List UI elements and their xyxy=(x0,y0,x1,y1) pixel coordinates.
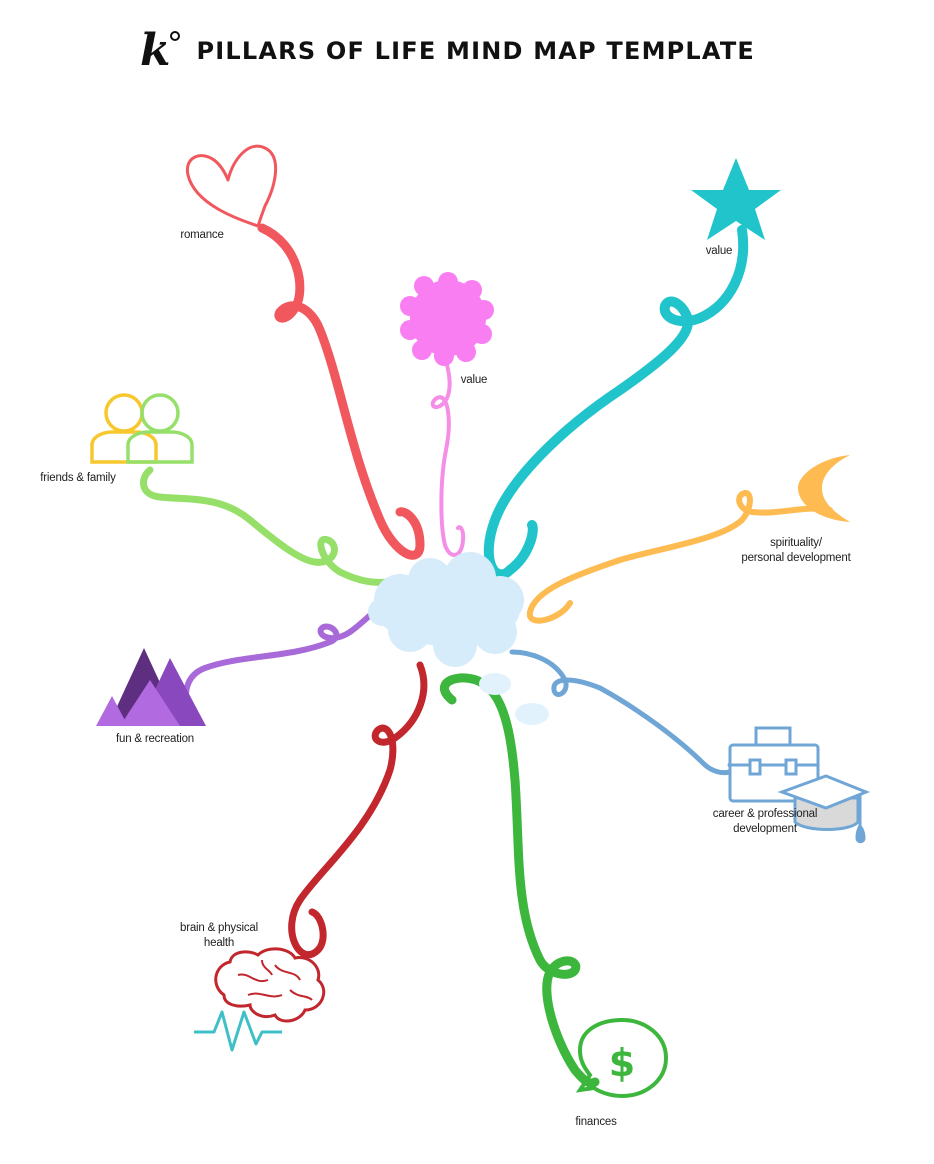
star-icon xyxy=(691,158,781,240)
branch-brain-stroke xyxy=(288,661,428,959)
heart-icon xyxy=(185,144,278,228)
branch-finances: $ xyxy=(440,673,669,1099)
branch-value-balloon-stroke xyxy=(430,363,466,557)
branch-value-star-stroke xyxy=(483,225,749,580)
header: k PILLARS OF LIFE MIND MAP TEMPLATE xyxy=(140,26,755,76)
label-spirituality-line-2: personal development xyxy=(741,552,851,564)
branch-fun-stroke xyxy=(183,607,379,713)
briefcase-graduation-cap-icon xyxy=(728,726,871,844)
label-spirituality-line-1: spirituality/ xyxy=(770,537,822,549)
label-finances: finances xyxy=(575,1115,616,1130)
label-spirituality: spirituality/ personal development xyxy=(741,536,850,566)
page-title: PILLARS OF LIFE MIND MAP TEMPLATE xyxy=(196,37,756,65)
central-cloud xyxy=(368,552,524,667)
label-brain-line-1: brain & physical xyxy=(180,922,258,934)
label-value-balloon-line: value xyxy=(460,374,488,386)
branch-finances-stroke xyxy=(440,673,600,1088)
label-finances-line: finances xyxy=(575,1116,617,1128)
label-value-balloon: value xyxy=(461,373,488,388)
people-icon xyxy=(90,393,194,464)
label-brain-line-2: health xyxy=(203,937,235,949)
thought-bubble-dots xyxy=(479,673,549,725)
branch-fun xyxy=(96,607,379,726)
brain-heartbeat-icon xyxy=(194,947,326,1052)
branch-career-stroke xyxy=(509,649,735,776)
branch-career xyxy=(509,649,871,844)
mountains-icon xyxy=(96,648,206,726)
label-value-star-line: value xyxy=(705,245,733,257)
label-value-star: value xyxy=(706,244,733,259)
branch-romance-stroke xyxy=(257,223,425,560)
branch-romance xyxy=(185,144,425,560)
branch-spirituality-stroke xyxy=(526,490,833,624)
branch-spirituality xyxy=(526,455,850,624)
label-career-line-2: development xyxy=(733,823,797,835)
crescent-moon-icon xyxy=(798,455,850,522)
label-friends-line: friends & family xyxy=(40,472,116,484)
label-brain: brain & physical health xyxy=(180,921,258,951)
label-fun-line: fun & recreation xyxy=(116,733,194,745)
brand-logo: k xyxy=(140,29,180,73)
branch-friends-stroke xyxy=(140,466,402,586)
branch-value-star xyxy=(483,158,781,580)
flower-balloon-icon xyxy=(400,272,494,366)
label-career-line-1: career & professional xyxy=(712,808,818,820)
branch-brain xyxy=(194,661,428,1052)
label-romance-line: romance xyxy=(180,229,224,241)
dollar-speech-bubble-icon: $ xyxy=(575,1017,669,1099)
label-fun: fun & recreation xyxy=(116,732,194,747)
logo-dot xyxy=(169,31,180,41)
label-romance: romance xyxy=(180,228,224,243)
svg-text:$: $ xyxy=(609,1041,635,1085)
branch-value-balloon xyxy=(400,272,494,557)
logo-letter: k xyxy=(140,25,171,76)
label-career: career & professional development xyxy=(712,807,818,837)
branch-friends xyxy=(90,393,402,586)
label-friends: friends & family xyxy=(40,471,116,486)
